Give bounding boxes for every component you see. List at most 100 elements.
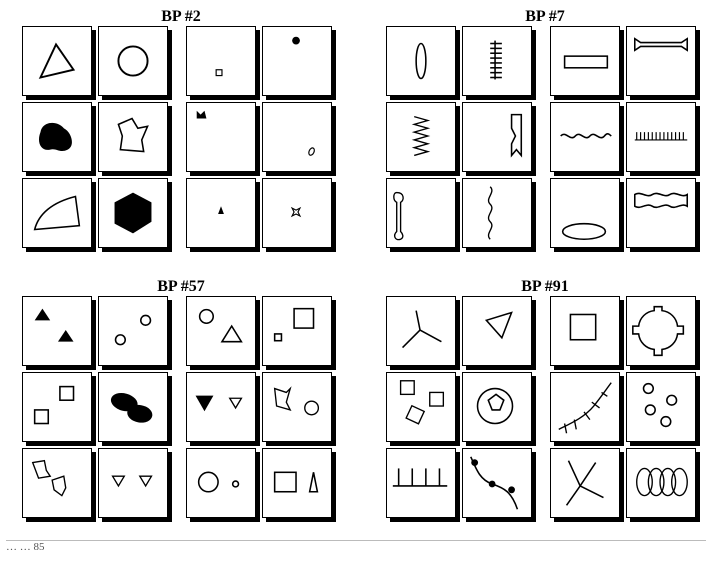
triangle-icon: [38, 42, 76, 79]
vertical-ellipse-icon: [415, 42, 427, 80]
panel: [462, 102, 532, 172]
flat-ellipse-icon: [561, 222, 607, 241]
panel: [98, 296, 168, 366]
crossing-lines-icon: [565, 460, 604, 506]
panel: [98, 372, 168, 442]
panel: [22, 296, 92, 366]
left-group: [22, 296, 176, 526]
vertical-bone-icon: [393, 191, 404, 241]
puzzle-title: BP #91: [521, 278, 569, 295]
panel: [186, 26, 256, 96]
panel: [22, 26, 92, 96]
panel: [626, 448, 696, 518]
tiny-oval-icon: [308, 147, 315, 156]
panel: [462, 26, 532, 96]
tiny-star-icon: [290, 206, 302, 218]
puzzle-title: BP #57: [157, 278, 205, 295]
two-squares-icon: [33, 385, 75, 425]
panel: [22, 178, 92, 248]
panel: [462, 372, 532, 442]
fan-sector-icon: [33, 195, 81, 231]
chain-ellipses-icon: [636, 467, 688, 497]
panel: [386, 296, 456, 366]
dot-icon: [292, 36, 300, 45]
panel: [550, 178, 620, 248]
right-group: [186, 296, 340, 526]
two-triangles-icon: [34, 308, 74, 342]
triangles-pair-icon: [195, 395, 243, 412]
puzzle-bp7: BP #7: [380, 8, 710, 270]
right-group: [186, 26, 340, 256]
square-triangle-icon: [273, 471, 319, 493]
panel: [550, 102, 620, 172]
hexagon-icon: [114, 192, 152, 234]
horizontal-bracket-icon: [633, 37, 689, 52]
panel: [550, 372, 620, 442]
puzzle-title: BP #2: [161, 8, 201, 25]
panel: [186, 296, 256, 366]
panel: [98, 102, 168, 172]
panel: [462, 296, 532, 366]
panel: [626, 178, 696, 248]
panel: [386, 448, 456, 518]
square-pair-icon: [273, 307, 315, 342]
panel: [186, 448, 256, 518]
panel: [98, 26, 168, 96]
panel: [386, 372, 456, 442]
panel: [98, 178, 168, 248]
stitched-curve-icon: [558, 382, 612, 434]
panel: [462, 178, 532, 248]
small-square-icon: [215, 69, 223, 77]
left-group: [386, 26, 540, 256]
panel: [550, 448, 620, 518]
three-squares-icon: [399, 380, 445, 425]
horizontal-comb-icon: [634, 132, 688, 141]
circle-dot-icon: [197, 471, 240, 493]
panel: [262, 102, 332, 172]
right-group: [550, 26, 704, 256]
polygon-icon: [117, 117, 149, 153]
panel: [462, 448, 532, 518]
panel: [262, 296, 332, 366]
four-circles-icon: [642, 382, 678, 428]
comb-line-icon: [392, 468, 448, 487]
panel: [550, 296, 620, 366]
two-blobs-icon: [110, 392, 153, 423]
caption-fragment: … … 85: [6, 540, 706, 555]
panel: [186, 102, 256, 172]
panel: [550, 26, 620, 96]
panel: [186, 178, 256, 248]
panel: [262, 372, 332, 442]
panel: [262, 448, 332, 518]
right-group: [550, 296, 704, 526]
circle-triangle-icon: [198, 308, 243, 343]
puzzle-title: BP #7: [525, 8, 565, 25]
panel: [262, 178, 332, 248]
notched-ring-icon: [476, 387, 514, 425]
panel: [626, 26, 696, 96]
panel: [22, 102, 92, 172]
blob-circle-icon: [273, 386, 320, 416]
wavy-rectangle-icon: [633, 192, 689, 209]
notched-circle-icon: [632, 305, 685, 357]
panel: [22, 448, 92, 518]
vertical-comb-icon: [490, 40, 502, 80]
puzzle-bp91: BP #91: [380, 278, 710, 540]
two-circles-icon: [114, 314, 152, 346]
panel: [98, 448, 168, 518]
left-group: [386, 296, 540, 526]
notched-strip-icon: [510, 113, 523, 158]
tiny-triangle-icon: [218, 206, 224, 214]
panel: [386, 26, 456, 96]
puzzle-bp2: BP #2: [16, 8, 346, 270]
horizontal-wave-icon: [560, 133, 612, 139]
two-down-triangles-icon: [111, 475, 153, 488]
horizontal-rectangle-icon: [563, 55, 609, 69]
square-icon: [569, 313, 597, 341]
blob-icon: [38, 122, 72, 151]
left-group: [22, 26, 176, 256]
vertical-wiggle-icon: [487, 186, 493, 240]
panel: [22, 372, 92, 442]
panel: [626, 102, 696, 172]
panel: [626, 296, 696, 366]
